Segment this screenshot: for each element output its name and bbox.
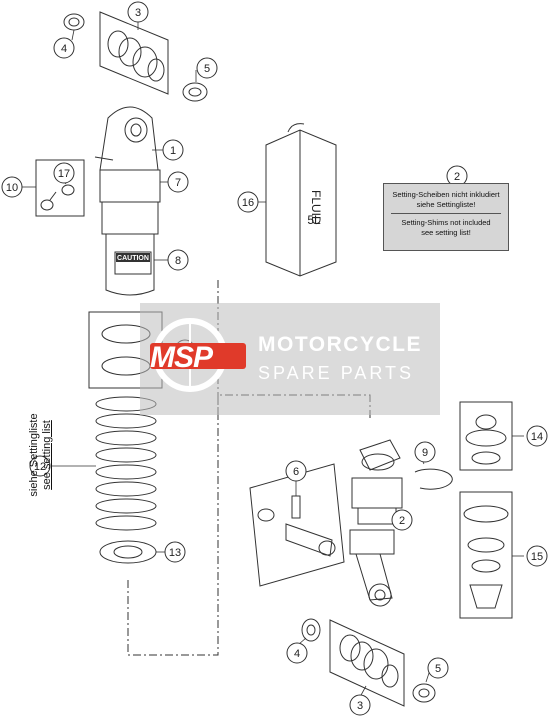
spring-clip <box>99 540 157 564</box>
damper-body <box>94 106 161 296</box>
bottom-seal-kit-frame <box>329 619 405 707</box>
callout-1-circle <box>162 139 184 161</box>
callout-3-bottom: 3 <box>349 694 371 716</box>
callout-2-label: 2 <box>399 515 405 527</box>
callout-14-circle <box>526 425 548 447</box>
callout-3-top-label: 3 <box>135 7 141 19</box>
callout-5-bottom: 5 <box>427 657 449 679</box>
bottom-bushing-4 <box>301 618 321 642</box>
callout-7-label: 7 <box>175 177 181 189</box>
callout-6-label: 6 <box>293 466 299 478</box>
callout-10-label: 10 <box>6 182 18 194</box>
note-line-2: siehe Settingliste! <box>416 199 476 209</box>
note-line-4: see setting list! <box>421 227 471 237</box>
callout-9-circle <box>414 441 436 463</box>
callout-13: 13 <box>164 541 186 563</box>
caution-text: CAUTION <box>117 255 149 262</box>
spring-note-line-1: siehe Settingliste <box>28 413 40 497</box>
callout-5-top: 5 <box>196 57 218 79</box>
callout-6: 6 <box>285 460 307 482</box>
watermark-title: MOTORCYCLE <box>258 333 422 356</box>
fluid-text: FLUID <box>309 190 323 225</box>
caution-label: CAUTION <box>116 253 150 262</box>
small-valve-kit-frame <box>35 159 85 217</box>
bottom-washer-5 <box>412 683 436 703</box>
coil-spring <box>95 396 157 531</box>
callout-2-circle <box>391 509 413 531</box>
fluid-volume-text: 5L <box>307 213 321 227</box>
top-bushing-4 <box>63 13 85 31</box>
callout-17: 17 <box>53 162 75 184</box>
callout-5-bottom-circle <box>427 657 449 679</box>
callout-12-circle <box>29 455 51 477</box>
top-washer-5 <box>182 82 208 102</box>
callout-14: 14 <box>526 425 548 447</box>
callout-5-top-circle <box>196 57 218 79</box>
callout-1-label: 1 <box>170 145 176 157</box>
callout-3-bottom-label: 3 <box>357 700 363 712</box>
fluid-can-label: FLUID 5L <box>307 190 323 227</box>
kit-15-frame <box>459 491 513 619</box>
callout-15: 15 <box>526 545 548 567</box>
note-line-3: Setting-Shims not included <box>401 218 491 227</box>
callout-8: 8 <box>167 249 189 271</box>
callout-4-bottom: 4 <box>286 642 308 664</box>
callout-9: 9 <box>414 441 436 463</box>
callout-2: 2 <box>391 509 413 531</box>
callout-2-top-label: 2 <box>454 171 460 183</box>
callout-3-bottom-circle <box>349 694 371 716</box>
callout-6-circle <box>285 460 307 482</box>
callout-15-circle <box>526 545 548 567</box>
callout-1: 1 <box>162 139 184 161</box>
fluid-can <box>265 123 337 277</box>
callout-12-label: 12 <box>34 461 46 473</box>
callout-7: 7 <box>167 171 189 193</box>
callout-8-circle <box>167 249 189 271</box>
callout-10: 10 <box>1 176 23 198</box>
callout-10-circle <box>1 176 23 198</box>
spring-setting-note: siehe Settingliste see setting list <box>28 360 54 550</box>
callout-8-label: 8 <box>175 255 181 267</box>
needle-kit-frame <box>249 463 345 587</box>
callout-4-top: 4 <box>53 37 75 59</box>
callout-16-label: 16 <box>242 197 254 209</box>
spring-note-line-2: see setting list <box>41 420 53 490</box>
callout-9-label: 9 <box>422 447 428 459</box>
callout-17-label: 17 <box>58 168 70 180</box>
callout-17-circle <box>53 162 75 184</box>
callout-12: 12 <box>29 455 51 477</box>
callout-4-bottom-label: 4 <box>294 648 300 660</box>
watermark-subtitle: SPARE PARTS <box>258 363 415 383</box>
top-seal-kit-frame <box>99 11 169 95</box>
callout-16-circle <box>237 191 259 213</box>
callout-4-bottom-circle <box>286 642 308 664</box>
callout-4-top-label: 4 <box>61 43 67 55</box>
callout-13-circle <box>164 541 186 563</box>
callout-3-top: 3 <box>127 1 149 23</box>
kit-14-frame <box>459 401 513 471</box>
circlip <box>414 468 453 490</box>
callout-5-bottom-label: 5 <box>435 663 441 675</box>
callout-3-top-circle <box>127 1 149 23</box>
setting-note-box: Setting-Scheiben nicht inkludiert siehe … <box>383 183 509 251</box>
callout-7-circle <box>167 171 189 193</box>
watermark-logo-icon <box>150 318 246 392</box>
callout-15-label: 15 <box>531 551 543 563</box>
watermark: MSP MOTORCYCLE SPARE PARTS <box>140 303 440 415</box>
callout-16: 16 <box>237 191 259 213</box>
callout-13-label: 13 <box>169 547 181 559</box>
note-divider <box>391 213 501 214</box>
callout-5-top-label: 5 <box>204 63 210 75</box>
callout-14-label: 14 <box>531 431 543 443</box>
callout-4-top-circle <box>53 37 75 59</box>
note-line-1: Setting-Scheiben nicht inkludiert <box>392 190 500 199</box>
watermark-logo-text: MSP <box>150 341 213 374</box>
